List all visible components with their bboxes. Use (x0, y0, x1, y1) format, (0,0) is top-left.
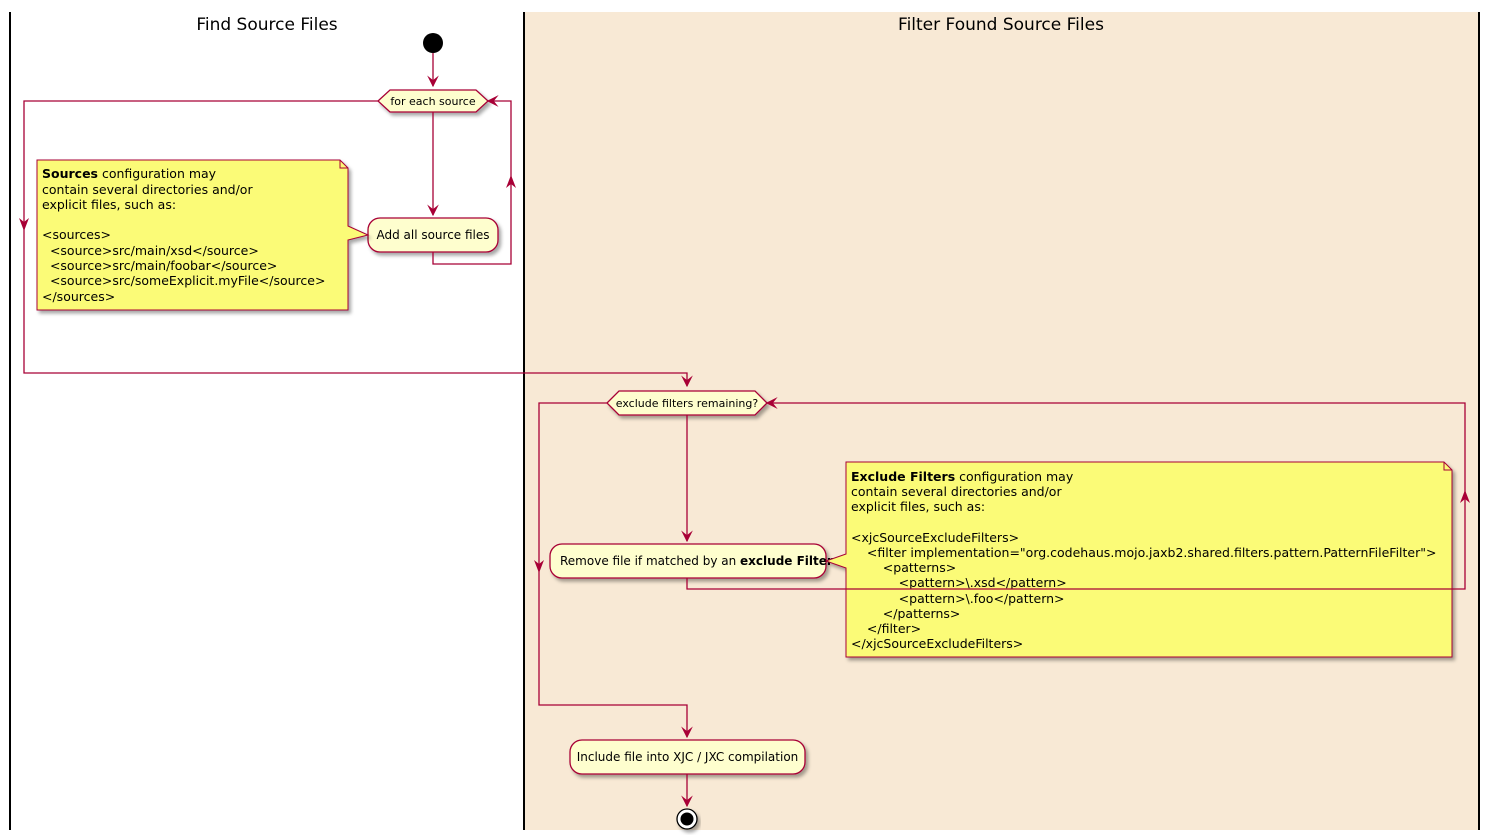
stop-node-inner (680, 812, 694, 826)
exclude-note-line12: </xjcSourceExcludeFilters> (851, 636, 1023, 651)
sources-note (36, 159, 370, 311)
loop1-back-arrowhead (506, 175, 516, 188)
sources-note-line9: </sources> (42, 289, 115, 304)
exclude-note-line5: <xjcSourceExcludeFilters> (851, 530, 1019, 545)
exclude-note-line8: <pattern>\.xsd</pattern> (851, 575, 1067, 590)
edge-loop2-backward (686, 397, 1466, 590)
exclude-note-line1: configuration may (955, 469, 1074, 484)
exclude-note (824, 461, 1453, 658)
swimlane-title-filter: Filter Found Source Files (898, 15, 1104, 35)
remove-file-label: Remove file if matched by an exclude Fil… (560, 554, 833, 568)
start-node (423, 33, 443, 53)
sources-note-line2: contain several directories and/or (42, 182, 253, 197)
edge-loop1-exit (23, 100, 693, 388)
exclude-note-text: Exclude Filters configuration may contai… (851, 469, 1436, 651)
sources-note-line5: <sources> (42, 227, 111, 242)
loop1-exit-arrowhead (19, 218, 29, 231)
loop2-back-arrowhead (1460, 490, 1470, 503)
exclude-note-line10: </patterns> (851, 606, 960, 621)
sources-note-text: Sources configuration may contain severa… (0, 0, 345, 304)
exclude-note-line3: explicit files, such as: (851, 499, 985, 514)
exclude-note-bold: Exclude Filters (851, 469, 955, 484)
include-file-label: Include file into XJC / JXC compilation (577, 750, 799, 764)
remove-file-label-bold: exclude Filter (740, 554, 833, 568)
swimlane-right-background (524, 12, 1479, 830)
remove-file-label-prefix: Remove file if matched by an (560, 554, 740, 568)
sources-note-line8: <source>src/someExplicit.myFile</source> (42, 273, 325, 288)
loop1-label: for each source (390, 95, 475, 108)
edge-loop2-exit (538, 402, 693, 739)
sources-note-line6: <source>src/main/xsd</source> (42, 243, 259, 258)
sources-note-fold (339, 160, 348, 169)
swimlane-title-find: Find Source Files (196, 15, 337, 35)
sources-note-bold: Sources (42, 166, 98, 181)
edge-loop1-backward (432, 95, 512, 265)
exclude-note-line7: <patterns> (851, 560, 956, 575)
sources-note-line1: configuration may (98, 166, 217, 181)
sources-note-line7: <source>src/main/foobar</source> (42, 258, 277, 273)
sources-note-line3: explicit files, such as: (42, 197, 176, 212)
exclude-note-fold (1443, 462, 1452, 471)
exclude-note-line11: </filter> (851, 621, 921, 636)
add-source-files-label: Add all source files (376, 228, 489, 242)
exclude-note-line2: contain several directories and/or (851, 484, 1062, 499)
loop2-label: exclude filters remaining? (616, 397, 759, 410)
exclude-note-line6: <filter implementation="org.codehaus.moj… (851, 545, 1436, 560)
exclude-note-line9: <pattern>\.foo</pattern> (851, 591, 1065, 606)
loop2-exit-arrowhead (534, 560, 544, 573)
